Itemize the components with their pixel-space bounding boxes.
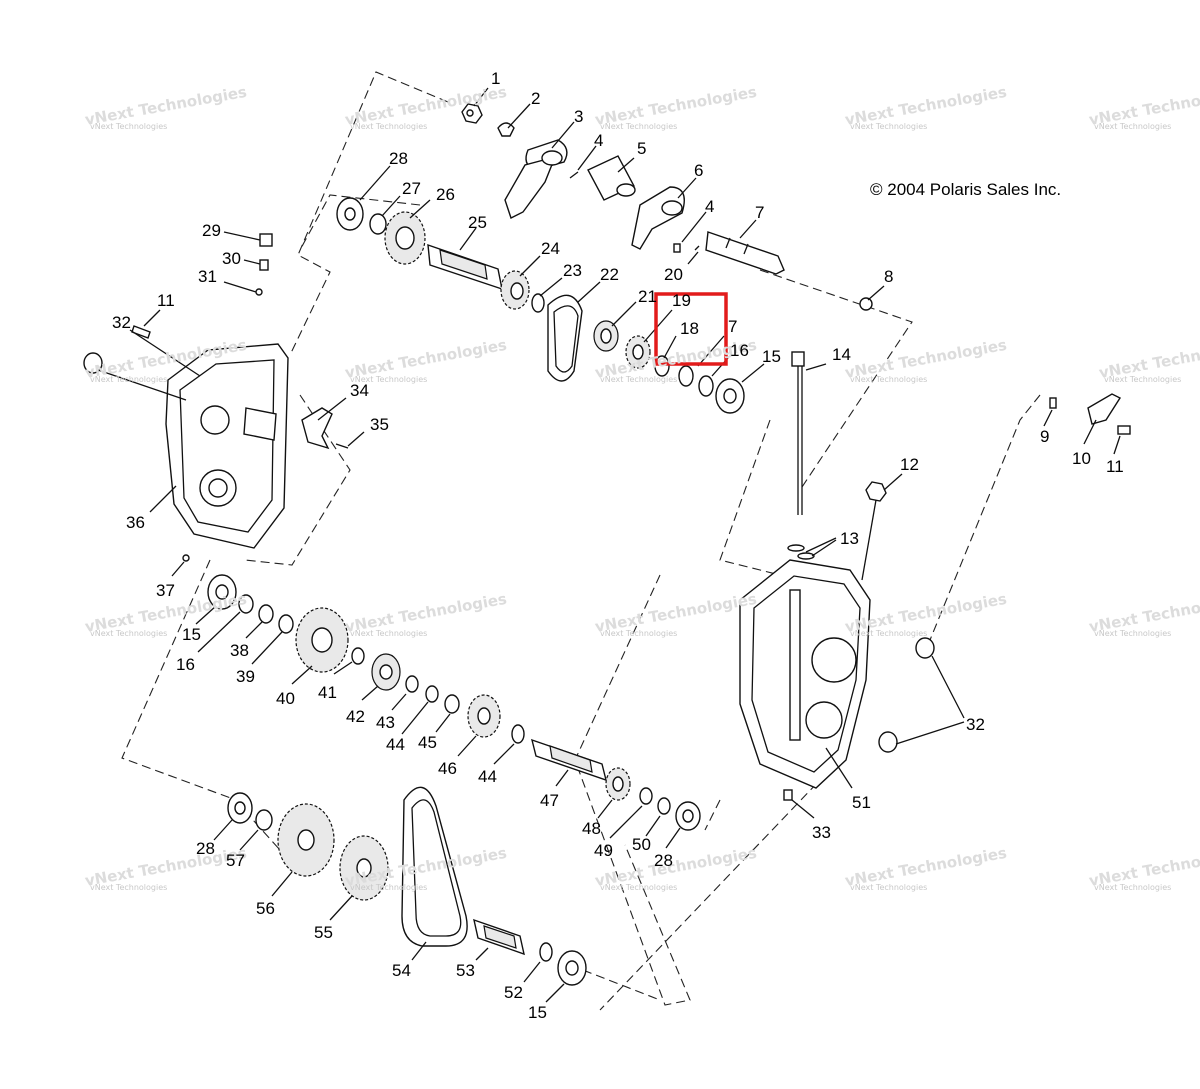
callout-label: 18 (680, 319, 699, 338)
callout-label: 14 (832, 345, 851, 364)
watermark: vNext Technologies (350, 629, 427, 638)
watermark: vNext Technologies (1094, 883, 1171, 892)
watermark: vNext Technologies (350, 122, 427, 131)
callout-label: 23 (563, 261, 582, 280)
callout-label: 7 (755, 203, 764, 222)
middle-gear-train (207, 574, 701, 831)
callout-label: 3 (574, 107, 583, 126)
callout-label: 35 (370, 415, 389, 434)
watermark: vNext Technologies (850, 375, 927, 384)
callout-label: 25 (468, 213, 487, 232)
callout-label: 57 (226, 851, 245, 870)
watermark: vNext Technologies (90, 375, 167, 384)
callout-label: 26 (436, 185, 455, 204)
callout-label: 2 (531, 89, 540, 108)
callout-label: 32 (966, 715, 985, 734)
watermark: vNext Technologies (1094, 629, 1171, 638)
callout-label: 5 (637, 139, 646, 158)
callout-label: 47 (540, 791, 559, 810)
callout-label: 40 (276, 689, 295, 708)
callout-label: 44 (478, 767, 497, 786)
upper-shaft-assembly (336, 103, 887, 560)
callout-label: 44 (386, 735, 405, 754)
callout-label: 41 (318, 683, 337, 702)
callout-label: 21 (638, 287, 657, 306)
watermark: vNext Technologies (600, 883, 677, 892)
callout-label: 29 (202, 221, 221, 240)
callout-label: 6 (694, 161, 703, 180)
callout-label: 28 (654, 851, 673, 870)
watermark: vNext Technologies (850, 883, 927, 892)
callout-label: 11 (1106, 457, 1124, 476)
watermark: vNext Technologies (350, 883, 427, 892)
callout-label: 31 (198, 267, 217, 286)
watermark: vNext Technologies (600, 629, 677, 638)
watermark: vNext Technologies (350, 375, 427, 384)
watermark: vNext Technologies (850, 629, 927, 638)
callout-label: 30 (222, 249, 241, 268)
callout-label: 8 (884, 267, 893, 286)
watermark: vNext Technologies (90, 883, 167, 892)
watermark: vNext Technologies (1094, 122, 1171, 131)
lower-assembly (227, 786, 587, 986)
callout-label: 13 (840, 529, 859, 548)
callout-label: 12 (900, 455, 919, 474)
callout-label: 24 (541, 239, 560, 258)
callout-label: 43 (376, 713, 395, 732)
callout-label: 16 (176, 655, 195, 674)
right-housing (739, 393, 1131, 801)
callout-label: 28 (389, 149, 408, 168)
callout-label: 55 (314, 923, 333, 942)
callout-label: 32 (112, 313, 131, 332)
callout-labels: 1 2 3 4 5 6 4 7 20 8 28 27 26 25 24 23 2… (112, 69, 1124, 1022)
watermark: vNext Technologies (90, 629, 167, 638)
watermark: vNext Technologies (850, 122, 927, 131)
callout-label: 15 (528, 1003, 547, 1022)
callout-label: 4 (594, 131, 603, 150)
callout-label: 36 (126, 513, 145, 532)
callout-label: 53 (456, 961, 475, 980)
highlight-box (654, 292, 728, 366)
left-housing (83, 233, 349, 562)
callout-label: 42 (346, 707, 365, 726)
callout-label: 37 (156, 581, 175, 600)
callout-label: 20 (664, 265, 683, 284)
callout-label: 10 (1072, 449, 1091, 468)
callout-label: 33 (812, 823, 831, 842)
callout-label: 48 (582, 819, 601, 838)
copyright-text: © 2004 Polaris Sales Inc. (870, 180, 1061, 199)
callout-label: 52 (504, 983, 523, 1002)
callout-label: 34 (350, 381, 369, 400)
watermark: vNext Technologies (90, 122, 167, 131)
callout-label: 11 (157, 291, 175, 310)
callout-label: 54 (392, 961, 411, 980)
callout-label: 7 (728, 317, 737, 336)
callout-label: 51 (852, 793, 871, 812)
callout-label: 46 (438, 759, 457, 778)
leader-lines (97, 87, 1121, 1003)
callout-label: 9 (1040, 427, 1049, 446)
callout-label: 38 (230, 641, 249, 660)
callout-label: 28 (196, 839, 215, 858)
callout-label: 50 (632, 835, 651, 854)
watermark: vNext Technologies (1104, 375, 1181, 384)
callout-label: 39 (236, 667, 255, 686)
callout-label: 1 (491, 69, 500, 88)
callout-label: 15 (762, 347, 781, 366)
callout-label: 56 (256, 899, 275, 918)
callout-label: 16 (730, 341, 749, 360)
callout-label: 19 (672, 291, 691, 310)
callout-label: 4 (705, 197, 714, 216)
callout-label: 45 (418, 733, 437, 752)
callout-label: 15 (182, 625, 201, 644)
watermark: vNext Technologies (600, 375, 677, 384)
callout-label: 22 (600, 265, 619, 284)
watermark: vNext Technologies (600, 122, 677, 131)
callout-label: 27 (402, 179, 421, 198)
callout-label: 49 (594, 841, 613, 860)
